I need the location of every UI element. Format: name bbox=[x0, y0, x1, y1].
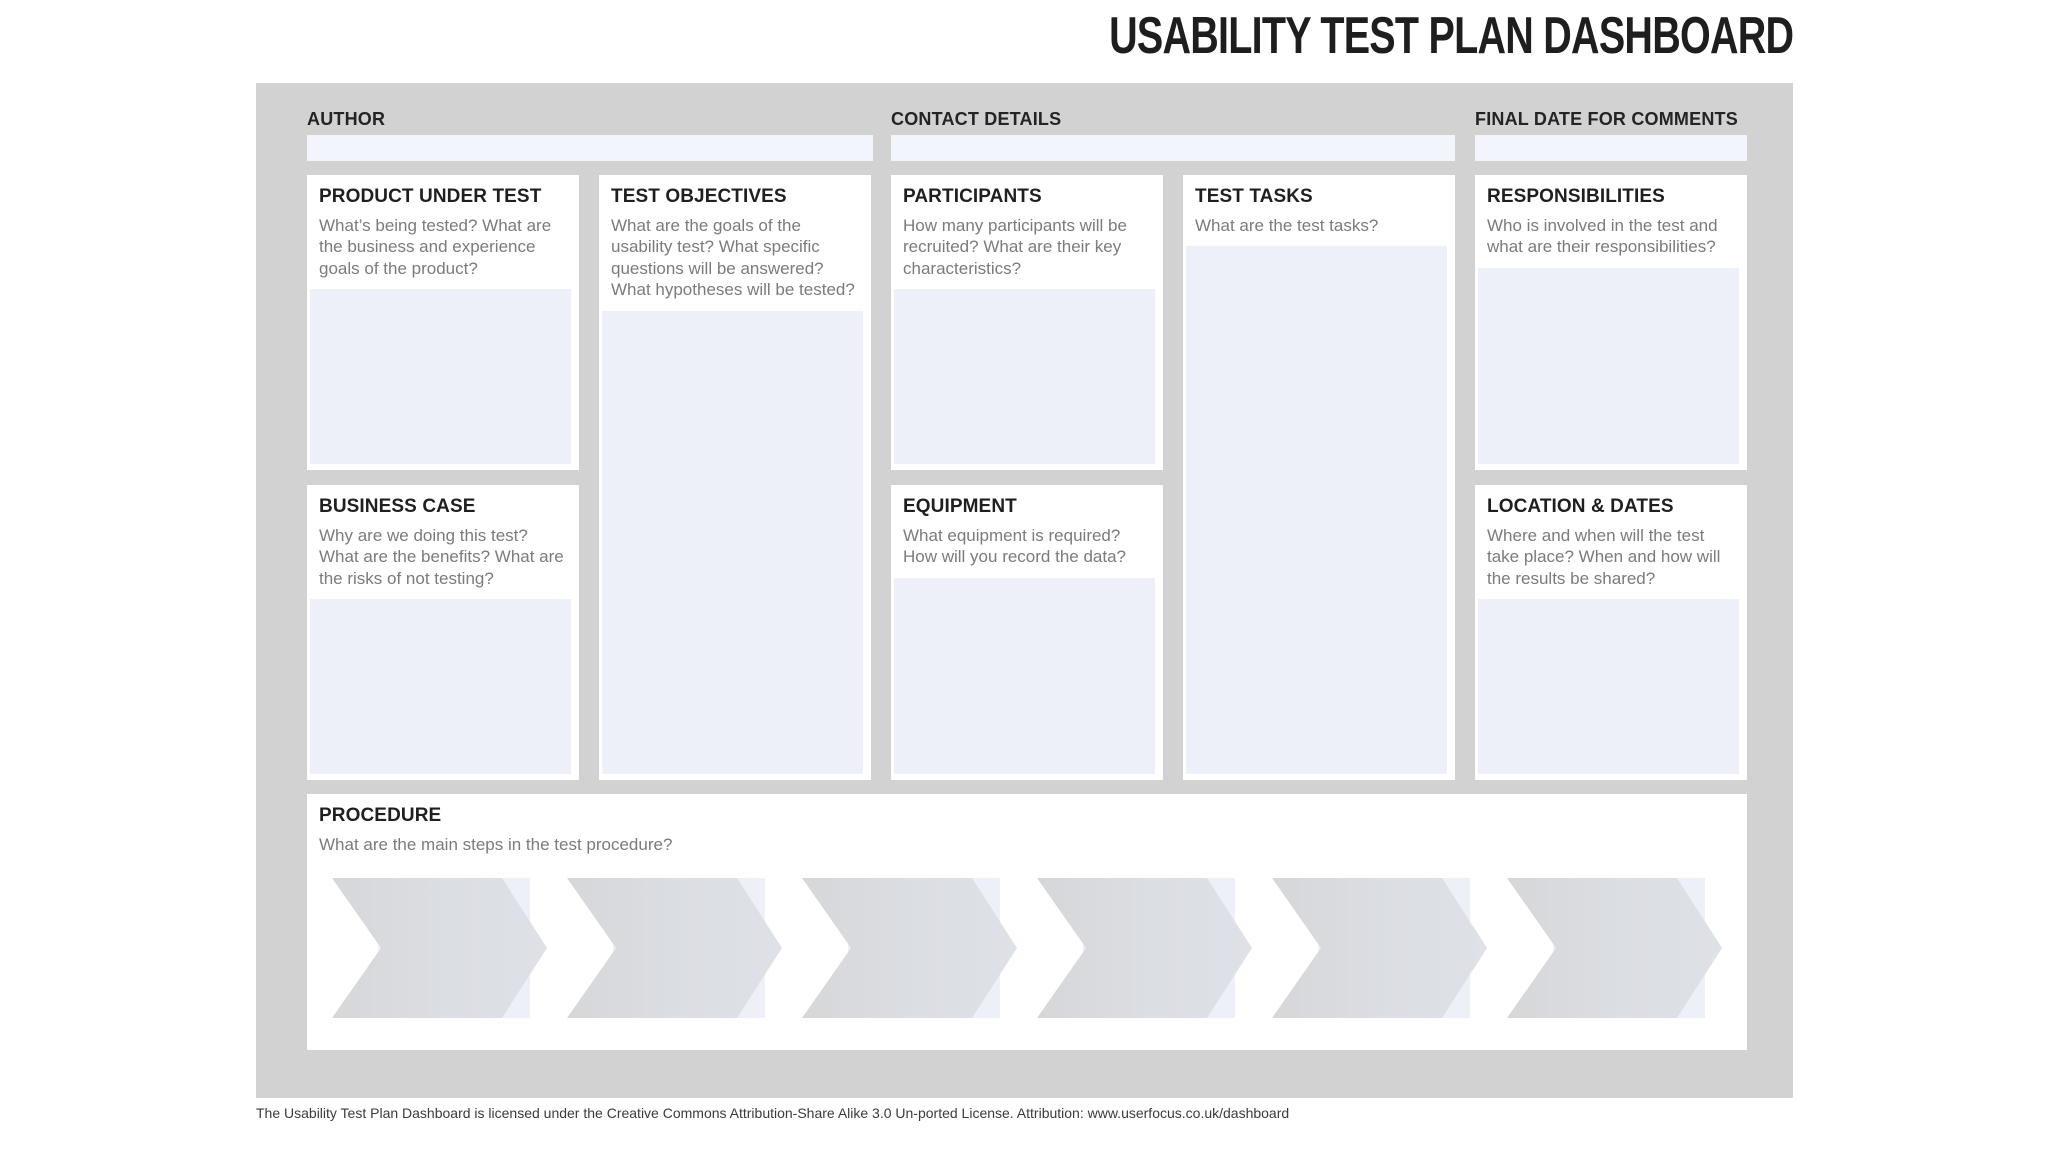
section-prompt: Why are we doing this test? What are the… bbox=[319, 526, 564, 588]
author-field[interactable] bbox=[307, 135, 873, 161]
procedure-step-chevron-icon bbox=[1272, 878, 1487, 1018]
location-and-dates-input[interactable] bbox=[1478, 599, 1739, 774]
section-heading: TEST TASKS bbox=[1195, 186, 1313, 207]
procedure-step-chevron-icon bbox=[1507, 878, 1722, 1018]
procedure-step-chevron-icon bbox=[802, 878, 1017, 1018]
section-product-under-test: PRODUCT UNDER TEST What’s being tested? … bbox=[307, 175, 579, 470]
procedure-step[interactable] bbox=[802, 878, 1017, 1018]
final-date-for-comments-label: FINAL DATE FOR COMMENTS bbox=[1475, 109, 1738, 129]
section-heading: BUSINESS CASE bbox=[319, 496, 476, 517]
page-title: USABILITY TEST PLAN DASHBOARD bbox=[1108, 7, 1794, 65]
procedure-steps-svg bbox=[332, 878, 1722, 1018]
section-equipment: EQUIPMENT What equipment is required? Ho… bbox=[891, 485, 1163, 780]
section-heading: PRODUCT UNDER TEST bbox=[319, 186, 542, 207]
participants-input[interactable] bbox=[894, 289, 1155, 464]
section-heading: RESPONSIBILITIES bbox=[1487, 186, 1665, 207]
section-business-case: BUSINESS CASE Why are we doing this test… bbox=[307, 485, 579, 780]
section-prompt: What equipment is required? How will you… bbox=[903, 526, 1127, 567]
section-heading: TEST OBJECTIVES bbox=[611, 186, 787, 207]
section-heading: LOCATION & DATES bbox=[1487, 496, 1674, 517]
test-objectives-input[interactable] bbox=[602, 310, 863, 774]
procedure-step[interactable] bbox=[1037, 878, 1252, 1018]
section-prompt: What are the goals of the usability test… bbox=[611, 216, 855, 300]
equipment-input[interactable] bbox=[894, 577, 1155, 774]
section-test-tasks: TEST TASKS What are the test tasks? bbox=[1183, 175, 1455, 780]
procedure-step-chevron-icon bbox=[567, 878, 782, 1018]
author-label: AUTHOR bbox=[307, 109, 386, 129]
contact-details-label: CONTACT DETAILS bbox=[891, 109, 1062, 129]
section-prompt: Where and when will the test take place?… bbox=[1487, 526, 1721, 588]
section-participants: PARTICIPANTS How many participants will … bbox=[891, 175, 1163, 470]
final-date-for-comments-field[interactable] bbox=[1475, 135, 1747, 161]
section-prompt: What are the test tasks? bbox=[1195, 216, 1379, 235]
section-responsibilities: RESPONSIBILITIES Who is involved in the … bbox=[1475, 175, 1747, 470]
section-test-objectives: TEST OBJECTIVES What are the goals of th… bbox=[599, 175, 871, 780]
section-prompt: What’s being tested? What are the busine… bbox=[319, 216, 552, 278]
license-text: The Usability Test Plan Dashboard is lic… bbox=[256, 1105, 1290, 1121]
responsibilities-input[interactable] bbox=[1478, 267, 1739, 464]
procedure-step[interactable] bbox=[1272, 878, 1487, 1018]
section-prompt: Who is involved in the test and what are… bbox=[1487, 216, 1718, 257]
procedure-step-chevron-icon bbox=[332, 878, 547, 1018]
procedure-step[interactable] bbox=[1507, 878, 1722, 1018]
section-location-and-dates: LOCATION & DATES Where and when will the… bbox=[1475, 485, 1747, 780]
section-prompt: How many participants will be recruited?… bbox=[903, 216, 1127, 278]
section-procedure: PROCEDURE What are the main steps in the… bbox=[307, 794, 1747, 1050]
section-heading: PROCEDURE bbox=[319, 805, 442, 826]
procedure-step[interactable] bbox=[332, 878, 547, 1018]
section-heading: EQUIPMENT bbox=[903, 496, 1017, 517]
contact-details-field[interactable] bbox=[891, 135, 1455, 161]
procedure-step-chevron-icon bbox=[1037, 878, 1252, 1018]
dashboard-board: AUTHOR CONTACT DETAILS FINAL DATE FOR CO… bbox=[256, 83, 1793, 1098]
section-prompt: What are the main steps in the test proc… bbox=[319, 835, 673, 854]
section-heading: PARTICIPANTS bbox=[903, 186, 1042, 207]
procedure-step[interactable] bbox=[567, 878, 782, 1018]
business-case-input[interactable] bbox=[310, 599, 571, 774]
test-tasks-input[interactable] bbox=[1186, 246, 1447, 774]
product-under-test-input[interactable] bbox=[310, 289, 571, 464]
